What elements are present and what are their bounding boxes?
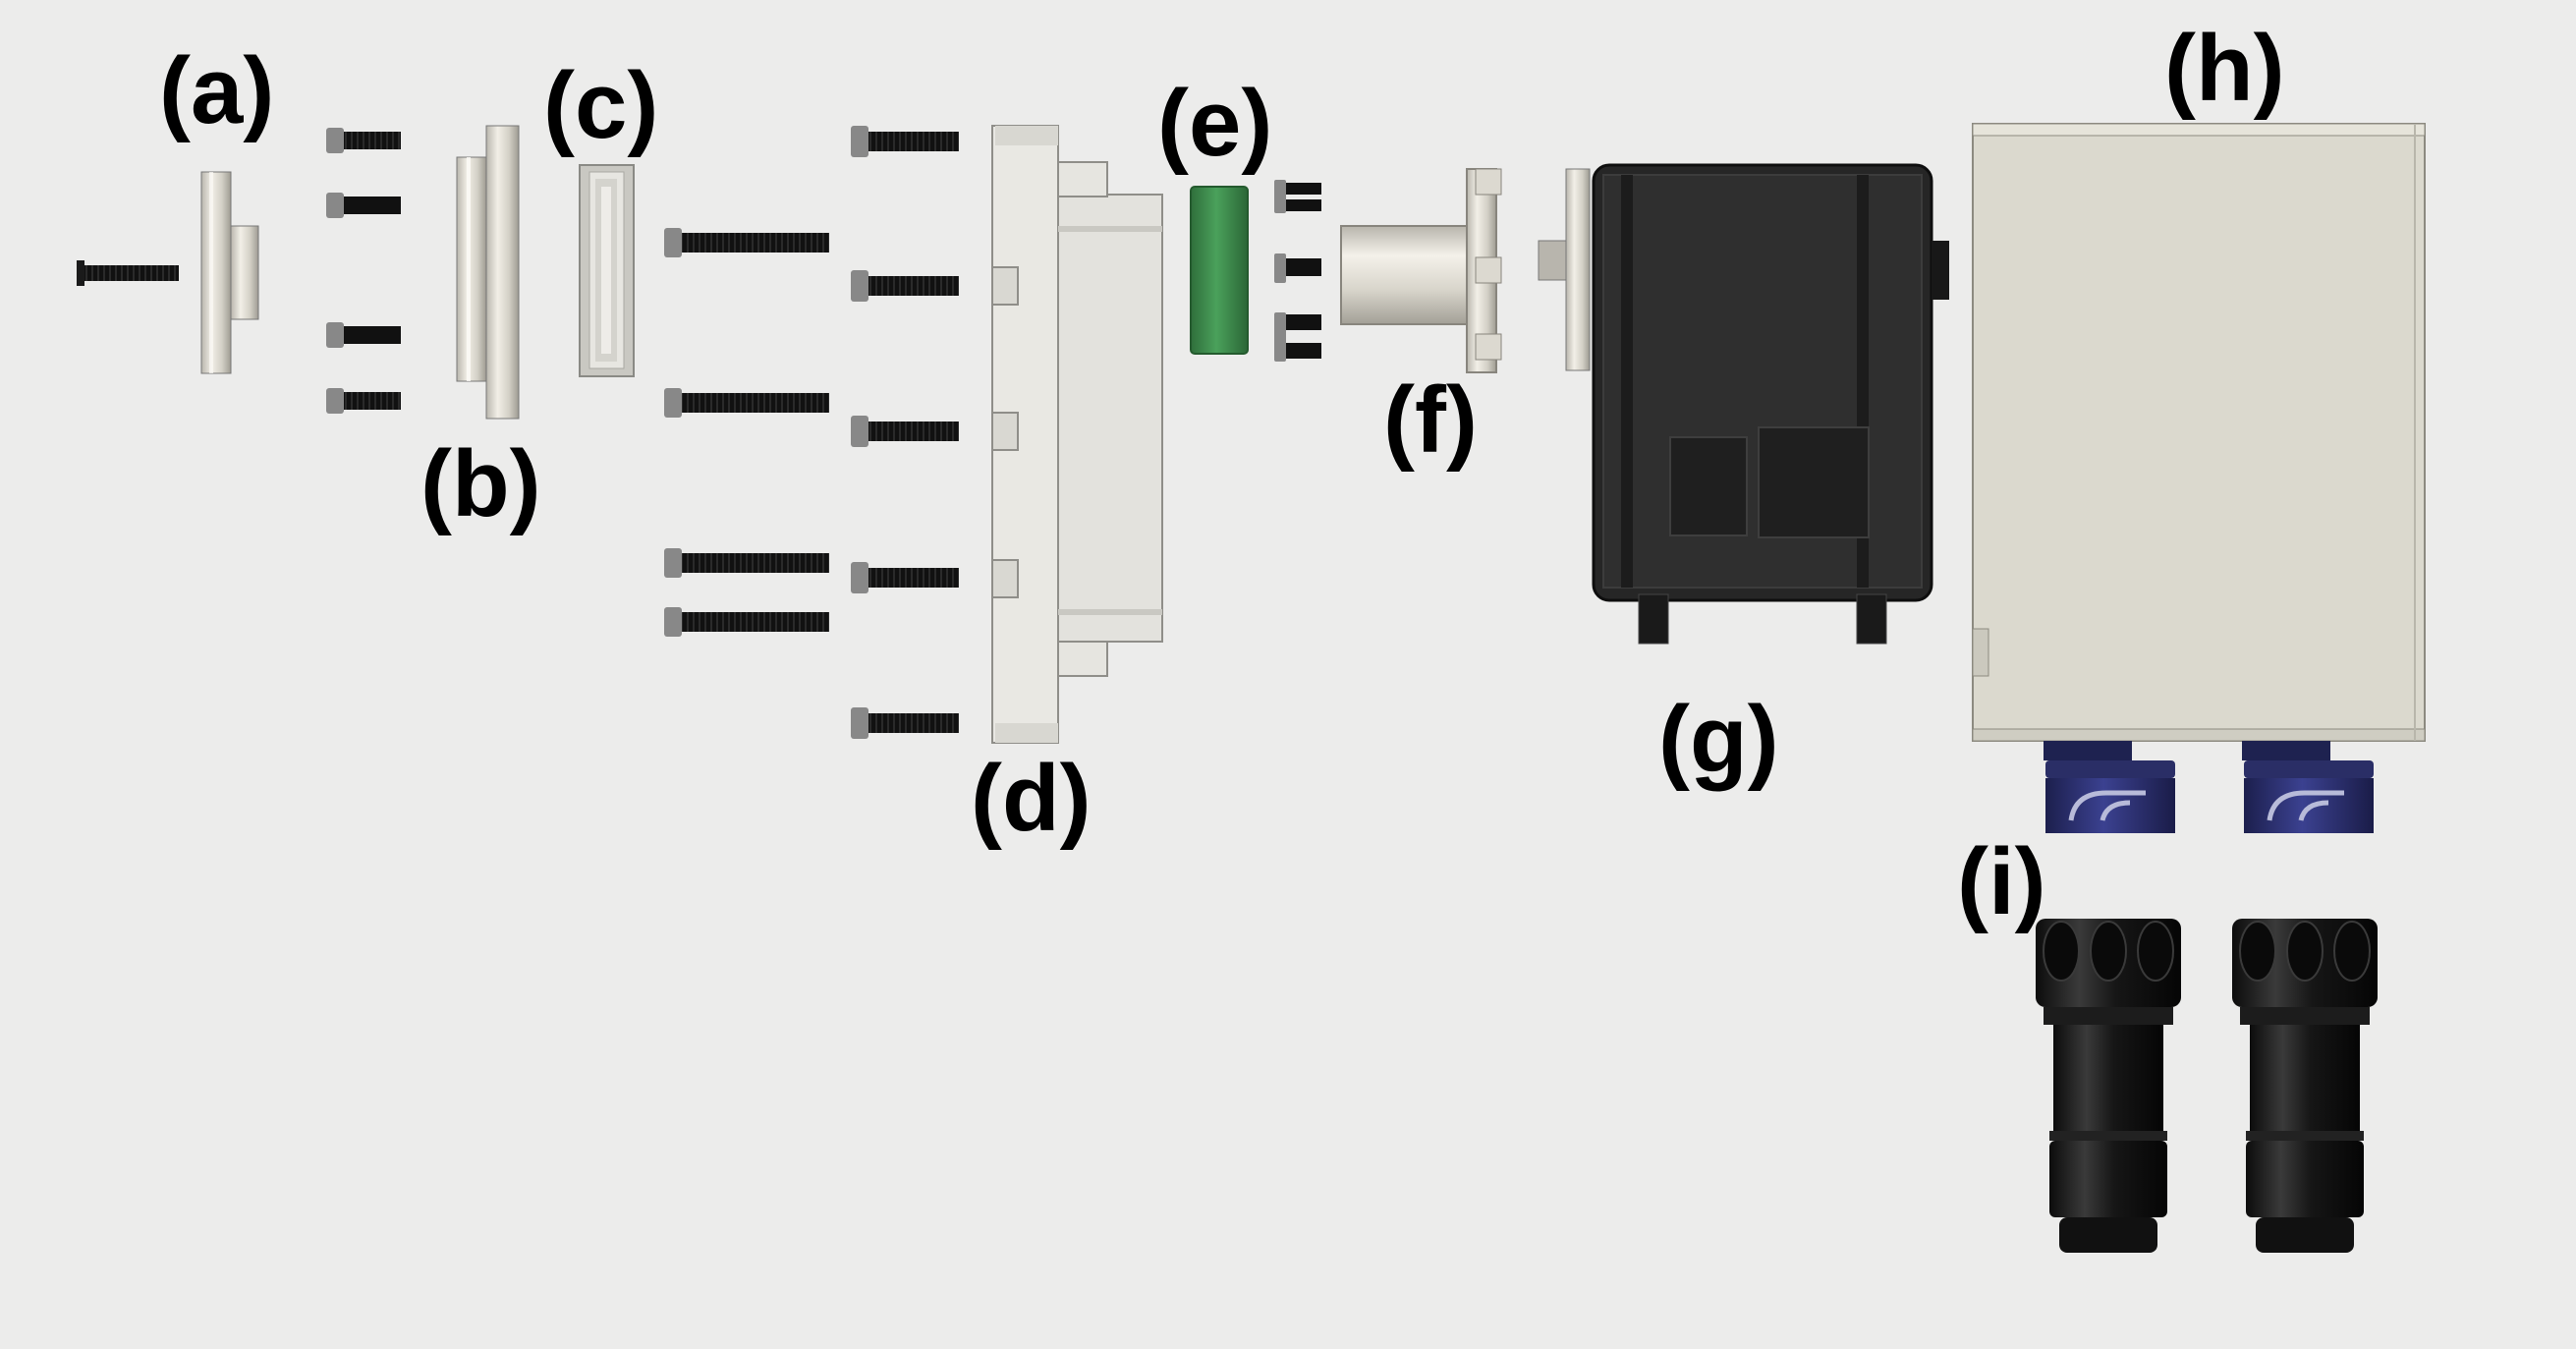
screw: [851, 270, 959, 302]
screw: [664, 388, 829, 418]
screw: [326, 322, 401, 348]
part-a-screw: [77, 260, 179, 286]
label-i: (i): [1957, 829, 2046, 934]
screw-set-4: [1274, 180, 1321, 362]
screw: [326, 193, 401, 218]
label-b: (b): [420, 431, 541, 536]
screw: [664, 607, 829, 637]
part-b-flange: [456, 125, 520, 420]
part-f-coupler: [1340, 168, 1502, 373]
part-h-enclosure: [1972, 123, 2426, 742]
part-a-cap: [77, 171, 259, 374]
part-d-housing: [991, 125, 1163, 744]
screw-set-2: [664, 228, 829, 637]
part-c-window: [579, 164, 635, 377]
cable-gland-left: [2044, 741, 2175, 833]
screw-set-3: [851, 126, 959, 739]
label-c: (c): [543, 53, 659, 158]
screw: [851, 416, 959, 447]
label-a: (a): [159, 38, 275, 143]
part-i-connector-left: [2036, 919, 2181, 1253]
screw: [664, 228, 829, 257]
screw: [326, 388, 401, 414]
screw: [851, 707, 959, 739]
part-i-connector-right: [2232, 919, 2378, 1253]
screw-set-1: [326, 128, 401, 414]
label-h: (h): [2164, 16, 2285, 121]
screw: [664, 548, 829, 578]
label-d: (d): [971, 746, 1092, 851]
screw: [851, 126, 959, 157]
screw: [851, 562, 959, 593]
cable-gland-right: [2242, 741, 2374, 833]
label-f: (f): [1383, 367, 1478, 473]
part-e-seal-ring: [1190, 186, 1249, 355]
screw: [326, 128, 401, 153]
part-g-motor-housing: [1538, 163, 1949, 645]
label-g: (g): [1658, 687, 1779, 792]
label-e: (e): [1157, 71, 1273, 176]
